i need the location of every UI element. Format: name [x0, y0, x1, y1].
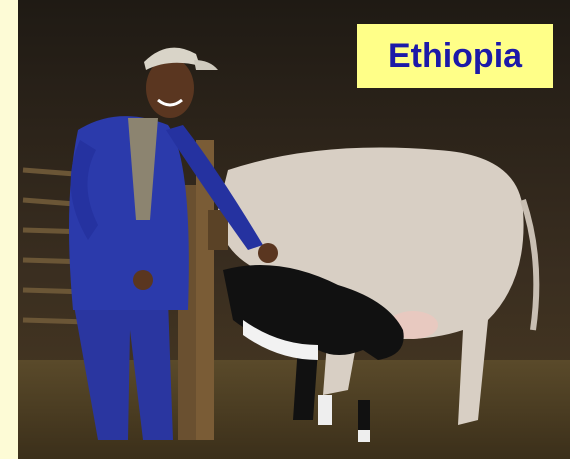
calf-icon: [223, 265, 404, 442]
fence-post-icon: [178, 140, 228, 440]
country-caption: Ethiopia: [357, 24, 553, 88]
caption-text: Ethiopia: [387, 36, 523, 75]
cap-icon: [144, 47, 218, 70]
farmer-icon: [69, 47, 278, 440]
cow-icon: [218, 147, 540, 425]
